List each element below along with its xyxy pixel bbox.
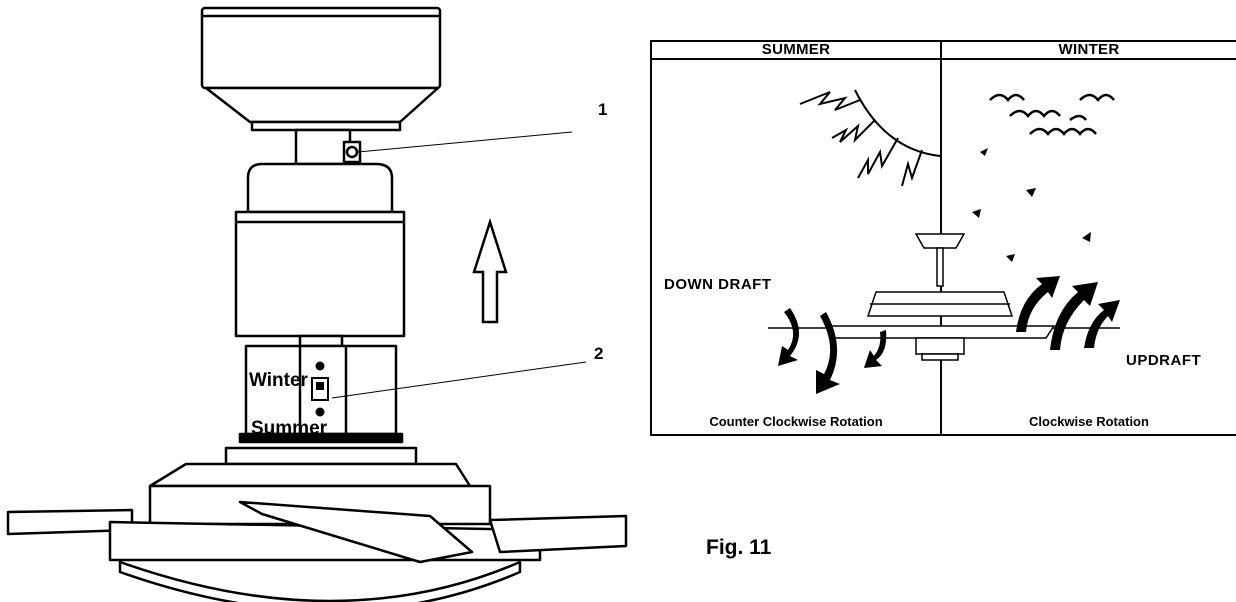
winter-rotation-caption: Clockwise Rotation	[1029, 414, 1149, 429]
callout-number-1: 1	[598, 100, 608, 119]
wind-icon	[989, 93, 1115, 136]
switch-label-winter: Winter	[249, 370, 308, 391]
callout-line-1	[357, 131, 573, 153]
updraft-arrows-icon	[1016, 276, 1120, 350]
callout-number-2: 2	[594, 344, 604, 363]
down-draft-label: DOWN DRAFT	[664, 276, 772, 293]
ceiling-canopy	[200, 6, 442, 132]
sun-icon	[799, 89, 941, 187]
up-arrow-icon	[472, 217, 508, 324]
season-panel-header-rule	[650, 58, 1236, 60]
ceiling-fan-icon	[824, 233, 1056, 361]
season-panel	[650, 40, 1236, 436]
figure-label: Fig. 11	[706, 536, 772, 559]
down-draft-arrows-icon	[778, 308, 887, 394]
light-bowl	[118, 560, 522, 602]
updraft-label: UPDRAFT	[1126, 352, 1202, 369]
winter-heading: WINTER	[1058, 41, 1120, 58]
season-illustration	[768, 89, 1120, 394]
switch-label-summer: Summer	[251, 418, 328, 439]
leaves-icon	[972, 148, 1091, 262]
motor-housing-upper	[234, 162, 406, 348]
summer-rotation-caption: Counter Clockwise Rotation	[709, 414, 883, 429]
direction-switch	[311, 361, 329, 417]
callout-line-2	[331, 361, 587, 399]
summer-heading: SUMMER	[761, 41, 831, 58]
downrod-hanger	[294, 128, 362, 166]
fan-assembly-drawing	[6, 6, 628, 602]
switch-housing	[238, 344, 404, 444]
fan-blades	[6, 500, 628, 564]
